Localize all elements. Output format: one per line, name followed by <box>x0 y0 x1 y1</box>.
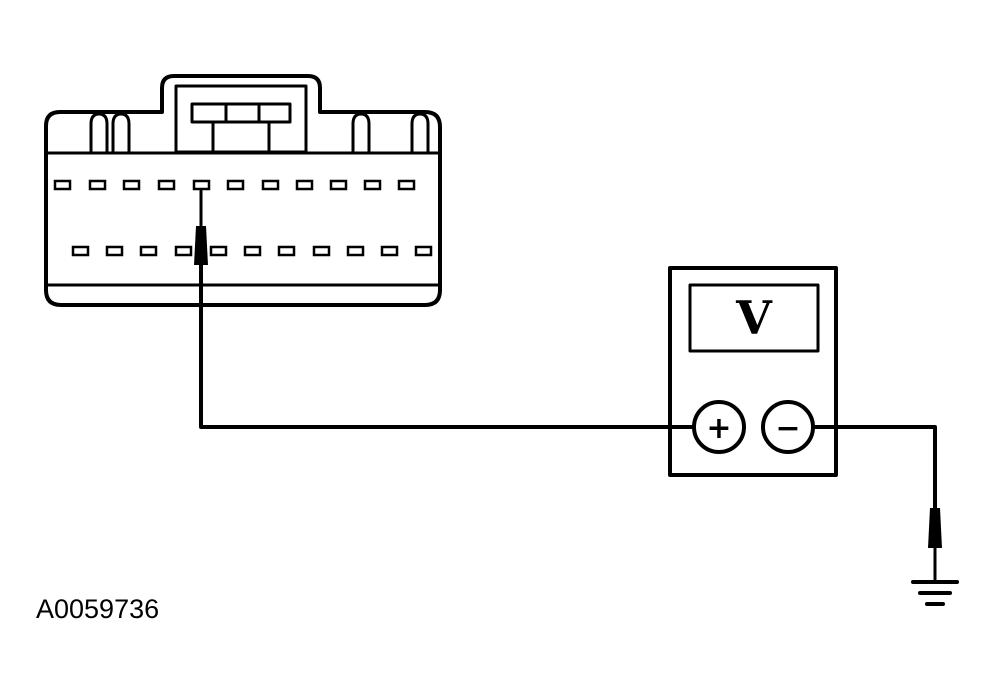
connector-rib <box>410 112 430 155</box>
pin-cavity <box>414 245 433 257</box>
voltmeter-display <box>688 283 820 353</box>
pin-cavity <box>71 245 90 257</box>
pin-row-bottom <box>71 245 433 257</box>
pin-cavity <box>53 179 72 191</box>
pin-cavity <box>295 179 314 191</box>
voltmeter-body <box>668 266 838 477</box>
pin-cavity <box>329 179 348 191</box>
connector-outline <box>44 74 442 307</box>
voltmeter: V + − <box>668 266 838 477</box>
connector-rib <box>89 112 109 155</box>
connector-latch <box>174 84 308 154</box>
negative-terminal-label: − <box>775 411 800 446</box>
pin-cavity <box>261 179 280 191</box>
pin-cavity <box>312 245 331 257</box>
pin-cavity <box>139 245 158 257</box>
probe-connector <box>194 189 208 265</box>
pin-cavity <box>174 245 193 257</box>
pin-cavity <box>122 179 141 191</box>
probe-body <box>928 508 942 548</box>
positive-terminal-label: + <box>706 411 731 446</box>
pin-cavity <box>209 245 228 257</box>
connector <box>44 74 442 307</box>
figure-id: A0059736 <box>36 594 159 624</box>
probe-body <box>194 226 208 265</box>
connector-rib <box>351 112 371 155</box>
connector-latch-window <box>190 102 292 154</box>
pin-cavity <box>346 245 365 257</box>
probe-ground <box>928 508 942 582</box>
pin-cavity <box>380 245 399 257</box>
pin-cavity <box>192 179 211 191</box>
voltmeter-unit-label: V <box>735 291 773 345</box>
pin-cavity <box>105 245 124 257</box>
pin-cavity <box>157 179 176 191</box>
pin-cavity <box>277 245 296 257</box>
ground-symbol <box>911 580 959 606</box>
pin-cavity <box>397 179 416 191</box>
pin-cavity <box>243 245 262 257</box>
pin-row-top <box>53 179 416 191</box>
pin-cavity <box>226 179 245 191</box>
positive-terminal <box>692 400 746 454</box>
connector-rib <box>111 112 131 155</box>
positive-lead-wire <box>199 260 696 429</box>
negative-lead-wire <box>811 425 937 512</box>
pin-cavity <box>88 179 107 191</box>
pin-cavity <box>363 179 382 191</box>
